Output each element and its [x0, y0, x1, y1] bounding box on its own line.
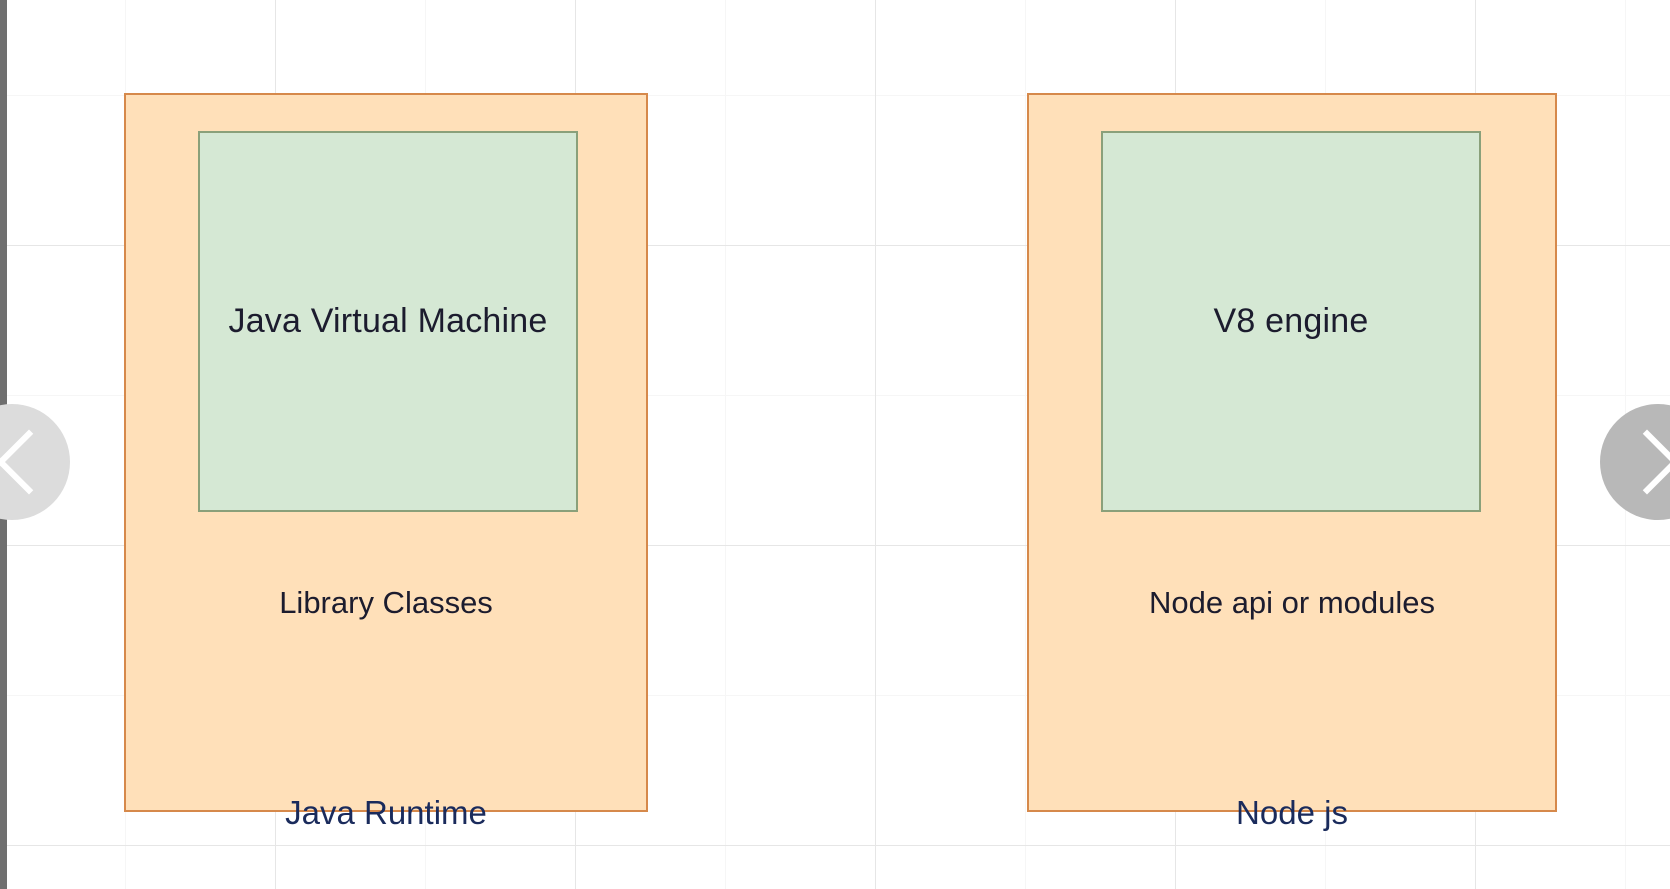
- chevron-right-icon: [1614, 429, 1670, 495]
- v8-engine-label: V8 engine: [1213, 301, 1369, 340]
- java-virtual-machine-label: Java Virtual Machine: [228, 301, 548, 340]
- node-api-modules-label: Node api or modules: [1148, 585, 1436, 620]
- java-virtual-machine-box: Java Virtual Machine: [198, 131, 578, 512]
- library-classes-label: Library Classes: [279, 585, 493, 620]
- carousel-next-button[interactable]: [1600, 404, 1670, 520]
- chevron-left-icon: [0, 429, 62, 495]
- carousel-prev-button[interactable]: [0, 404, 70, 520]
- node-js-caption: Node js: [1236, 794, 1348, 831]
- v8-engine-box: V8 engine: [1101, 131, 1481, 512]
- java-runtime-caption: Java Runtime: [285, 794, 487, 831]
